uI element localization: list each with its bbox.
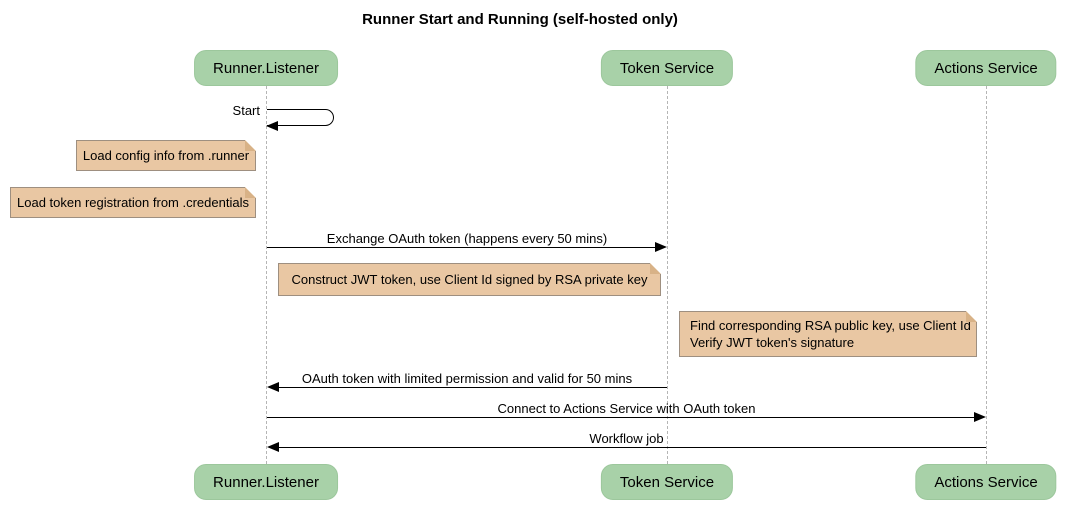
- self-message-start-label: Start: [232, 103, 260, 118]
- message-exchange-oauth-label: Exchange OAuth token (happens every 50 m…: [326, 231, 608, 246]
- lifeline-runner-listener: [266, 86, 267, 464]
- note-load-token-registration: Load token registration from .credential…: [10, 187, 256, 218]
- lifeline-actions-service: [986, 86, 987, 464]
- participant-runner-listener-top: Runner.Listener: [194, 50, 338, 86]
- note-load-config: Load config info from .runner: [76, 140, 256, 171]
- message-workflow-job-line: [278, 447, 986, 448]
- diagram-title: Runner Start and Running (self-hosted on…: [362, 11, 678, 28]
- note-verify-jwt-line2: Verify JWT token's signature: [690, 335, 855, 350]
- message-connect-actions-label: Connect to Actions Service with OAuth to…: [497, 401, 756, 416]
- arrowhead-icon: [266, 121, 278, 131]
- note-verify-jwt: Find corresponding RSA public key, use C…: [679, 311, 977, 357]
- message-workflow-job-label: Workflow job: [589, 431, 664, 446]
- note-construct-jwt: Construct JWT token, use Client Id signe…: [278, 263, 661, 296]
- note-verify-jwt-line1: Find corresponding RSA public key, use C…: [690, 318, 971, 333]
- message-oauth-token-label: OAuth token with limited permission and …: [301, 371, 633, 386]
- arrowhead-icon: [655, 242, 667, 252]
- lifeline-token-service: [667, 86, 668, 464]
- participant-token-service-bottom: Token Service: [600, 464, 734, 500]
- arrowhead-icon: [974, 412, 986, 422]
- message-exchange-oauth-line: [267, 247, 656, 248]
- participant-runner-listener-bottom: Runner.Listener: [194, 464, 338, 500]
- message-connect-actions-line: [267, 417, 975, 418]
- arrowhead-icon: [267, 382, 279, 392]
- self-message-start-arrow: [266, 109, 334, 131]
- participant-actions-service-top: Actions Service: [915, 50, 1057, 86]
- participant-token-service-top: Token Service: [600, 50, 734, 86]
- arrowhead-icon: [267, 442, 279, 452]
- participant-actions-service-bottom: Actions Service: [915, 464, 1057, 500]
- message-oauth-token-line: [278, 387, 667, 388]
